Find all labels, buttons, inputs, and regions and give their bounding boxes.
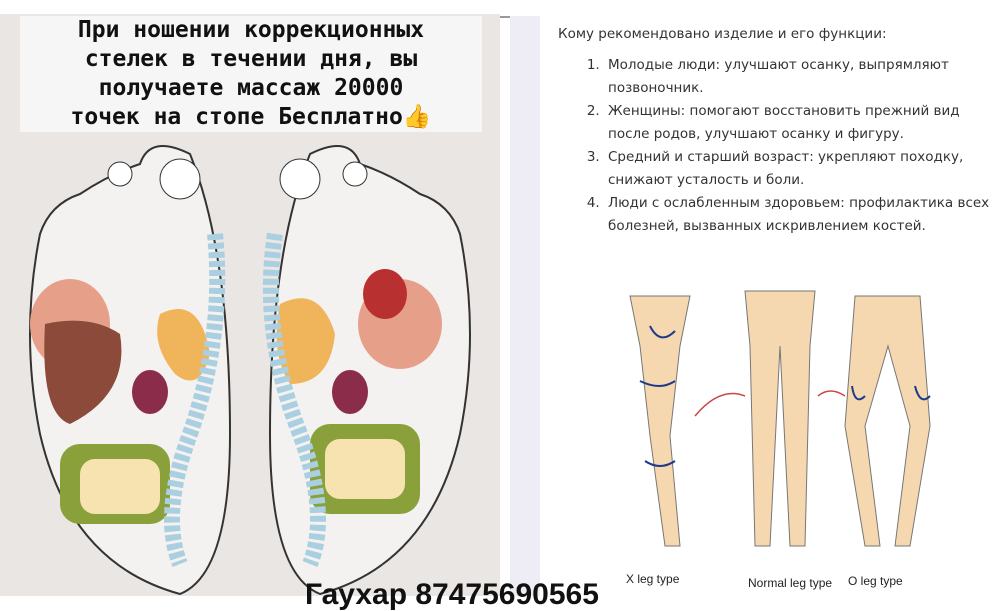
- caption-line: получаете массаж 20000: [20, 74, 482, 103]
- liver: [44, 320, 122, 424]
- info-panel: Кому рекомендовано изделие и его функции…: [540, 16, 1000, 596]
- small-intestine-left: [80, 459, 160, 514]
- spine-left: [164, 233, 226, 567]
- normal-leg-figure: [744, 290, 816, 547]
- leg-type-diagram: [629, 290, 931, 547]
- eye-icon: [107, 161, 133, 187]
- leg-type-label: O leg type: [848, 574, 903, 588]
- caption-line: При ношении коррекционных: [20, 16, 482, 45]
- head-left: [159, 158, 201, 200]
- spine-right: [262, 232, 326, 567]
- list-item: Молодые люди: улучшают осанку, выпрямляю…: [604, 54, 1000, 100]
- contact-phone: Гаухар 87475690565: [305, 578, 599, 611]
- kidney-left: [132, 370, 168, 414]
- top-border: [0, 0, 1000, 18]
- arrow-icon: [694, 392, 746, 417]
- small-intestine-right: [325, 439, 405, 499]
- list-item: Средний и старший возраст: укрепляют пох…: [604, 146, 1000, 192]
- foot-reflexology-map: [29, 145, 471, 596]
- foot-reflexology-panel: При ношении коррекционных стелек в течен…: [0, 14, 500, 596]
- stomach-right: [276, 298, 335, 384]
- recommendation-list: Молодые люди: улучшают осанку, выпрямляю…: [582, 54, 1000, 238]
- o-leg-figure: [844, 295, 931, 547]
- caption-line: точек на стопе Бесплатно👍: [20, 103, 482, 132]
- x-leg-figure: [629, 295, 691, 547]
- arrow-icon: [817, 390, 846, 397]
- list-item: Женщины: помогают восстановить прежний в…: [604, 100, 1000, 146]
- kidney-right: [332, 370, 368, 414]
- heart: [363, 269, 407, 319]
- head-right: [279, 158, 321, 200]
- leg-type-label: Normal leg type: [748, 576, 833, 590]
- divider: [510, 16, 540, 596]
- stomach-left: [157, 309, 210, 381]
- info-title: Кому рекомендовано изделие и его функции…: [558, 26, 887, 42]
- leg-type-label: X leg type: [626, 572, 680, 586]
- list-item: Люди с ослабленным здоровьем: профилакти…: [604, 192, 1000, 238]
- eye-icon: [342, 161, 368, 187]
- caption-line: стелек в течении дня, вы: [20, 45, 482, 74]
